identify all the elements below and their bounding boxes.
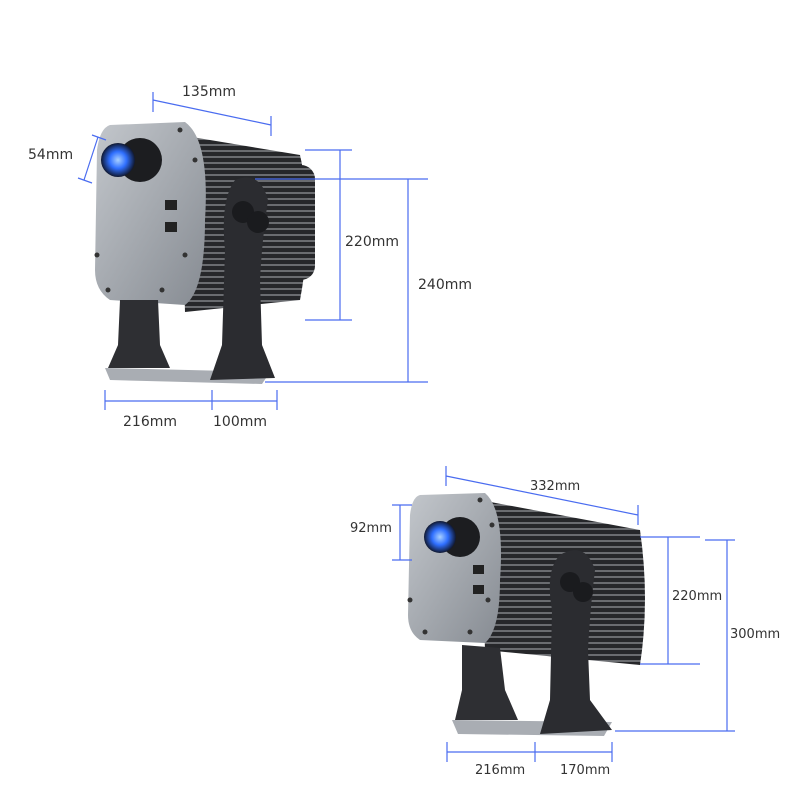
large-depth-label: 332mm: [530, 479, 581, 494]
small-lens-label: 54mm: [28, 147, 74, 163]
large-lens-label: 92mm: [350, 521, 392, 536]
small-base-width-label: 216mm: [123, 414, 177, 430]
large-bracket-depth-label: 170mm: [560, 763, 611, 778]
large-base-width-label: 216mm: [475, 763, 526, 778]
small-body-height-label: 220mm: [345, 234, 399, 250]
small-depth-label: 135mm: [182, 84, 236, 100]
small-projector: [94, 122, 315, 384]
large-body-height-label: 220mm: [672, 589, 723, 604]
large-projector: [407, 493, 645, 736]
small-bracket-depth-label: 100mm: [213, 414, 267, 430]
large-total-height-label: 300mm: [730, 627, 781, 642]
small-total-height-label: 240mm: [418, 277, 472, 293]
dimension-lines: [77, 92, 735, 762]
